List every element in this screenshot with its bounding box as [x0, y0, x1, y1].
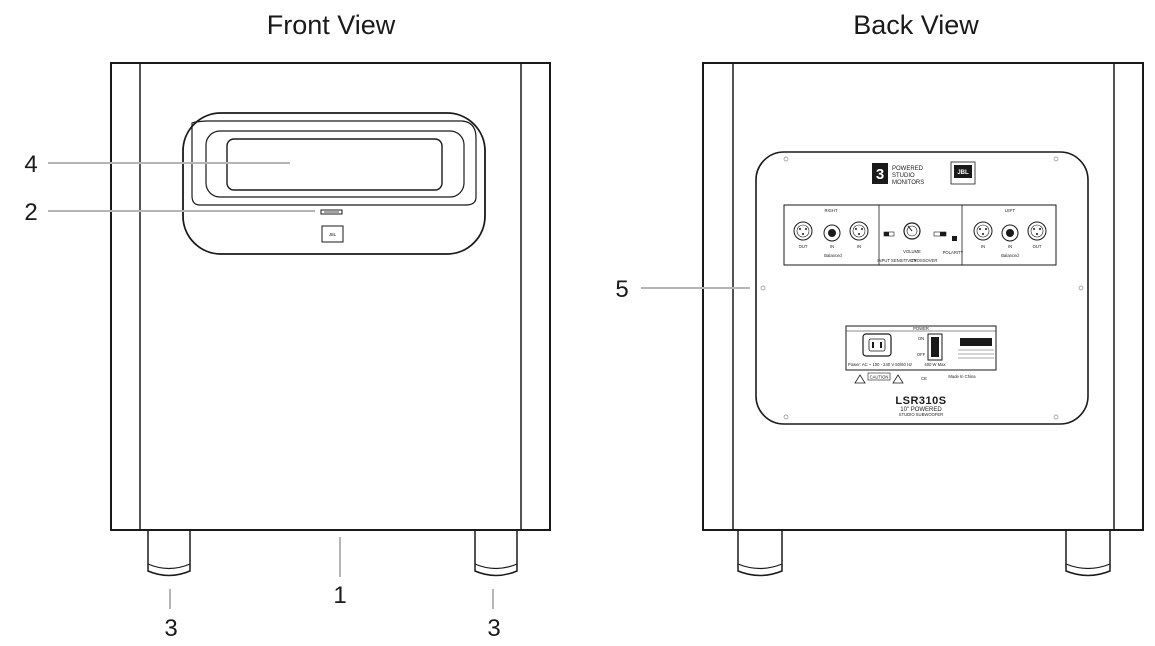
svg-text:IN: IN — [857, 244, 861, 249]
crossover-label: CROSSOVER — [911, 258, 938, 263]
svg-text:OUT: OUT — [1033, 244, 1042, 249]
callout-3-left: 3 — [164, 615, 177, 641]
right-xlr-in-jack[interactable] — [849, 221, 869, 241]
left-trs-in-jack[interactable] — [1001, 224, 1019, 242]
series-badge: 3 POWERED STUDIO MONITORS — [872, 163, 924, 186]
rear-control-panel — [755, 151, 1089, 425]
callout-3-right: 3 — [487, 615, 500, 641]
model-subtitle-2: STUDIO SUBWOOFER — [899, 412, 943, 417]
svg-text:ON: ON — [918, 336, 924, 341]
input-sensitivity-switch[interactable] — [883, 231, 895, 237]
right-input-label: RIGHT — [824, 208, 837, 213]
panel-screws — [760, 156, 1084, 420]
svg-text:3: 3 — [876, 166, 884, 183]
svg-text:JBL: JBL — [957, 170, 969, 176]
polarity-switch[interactable] — [952, 236, 957, 241]
back-view-title: Back View — [853, 10, 979, 40]
ce-mark: CE — [921, 376, 927, 381]
svg-text:IN: IN — [830, 244, 834, 249]
front-speaker: JBL — [110, 62, 551, 577]
left-input-label: LEFT — [1005, 208, 1016, 213]
front-left-foot — [147, 530, 191, 577]
callout-5: 5 — [615, 276, 628, 303]
svg-text:OUT: OUT — [799, 244, 808, 249]
front-view-title: Front View — [267, 10, 396, 40]
callout-1: 1 — [333, 582, 346, 609]
polarity-label: POLARITY — [943, 250, 964, 255]
volume-label: VOLUME — [903, 249, 921, 254]
svg-text:Balanced: Balanced — [824, 253, 842, 258]
svg-text:IN: IN — [1008, 244, 1012, 249]
warning-triangle-icon — [854, 374, 904, 384]
svg-text:OFF: OFF — [917, 352, 926, 357]
crossover-switch[interactable] — [933, 231, 947, 237]
callout-4: 4 — [24, 151, 37, 178]
watt-label: 400 W Max — [924, 362, 946, 367]
back-right-foot — [1065, 530, 1111, 577]
back-speaker: 3 POWERED STUDIO MONITORS JBL RIGHT OUT … — [702, 62, 1144, 577]
svg-text:MONITORS: MONITORS — [892, 180, 924, 186]
power-spec: Power: AC ~ 100 - 240 V 50/60 Hz — [848, 362, 912, 367]
model-subtitle-1: 10" POWERED — [900, 407, 942, 413]
volume-knob[interactable] — [903, 222, 921, 240]
right-xlr-out-jack[interactable] — [793, 221, 813, 241]
svg-text:JBL: JBL — [329, 232, 337, 237]
iec-power-inlet[interactable] — [862, 333, 892, 357]
serial-label — [960, 338, 992, 346]
power-label: POWER — [913, 326, 929, 331]
power-switch[interactable] — [927, 333, 943, 361]
input-sensitivity-label: INPUT SENSITIVITY — [877, 258, 916, 263]
svg-text:Balanced: Balanced — [1001, 253, 1019, 258]
back-left-foot — [737, 530, 783, 577]
made-in-label: Made In China — [948, 374, 976, 379]
svg-text:POWERED: POWERED — [892, 166, 924, 172]
front-jbl-logo-icon: JBL — [321, 225, 344, 243]
model-name: LSR310S — [895, 395, 946, 407]
left-xlr-out-jack[interactable] — [1027, 221, 1047, 241]
front-port-slot — [226, 138, 443, 191]
caution-label: CAUTION — [870, 375, 889, 380]
svg-text:IN: IN — [981, 244, 985, 249]
back-jbl-logo-icon: JBL — [950, 161, 976, 185]
right-trs-in-jack[interactable] — [823, 224, 841, 242]
left-xlr-in-jack[interactable] — [973, 221, 993, 241]
callout-2: 2 — [24, 199, 37, 226]
front-right-foot — [474, 530, 518, 577]
svg-text:STUDIO: STUDIO — [892, 173, 915, 179]
